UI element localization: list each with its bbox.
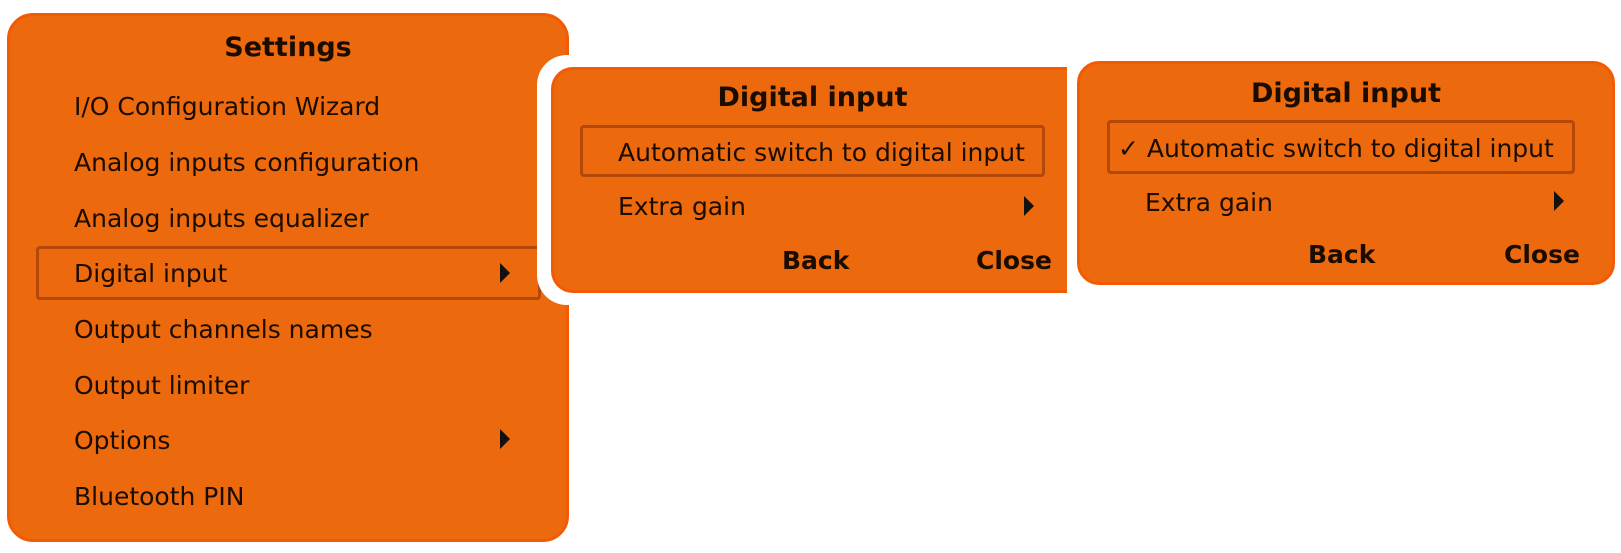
menu-item-auto-switch-label: ✓ Automatic switch to digital input <box>1118 134 1554 163</box>
menu-item-analog-eq[interactable]: Analog inputs equalizer <box>74 204 369 233</box>
digital-input-menu-checked: Digital input ✓ Automatic switch to digi… <box>1077 61 1615 285</box>
menu-item-analog-config[interactable]: Analog inputs configuration <box>74 148 420 177</box>
close-button[interactable]: Close <box>976 246 1052 275</box>
menu-item-digital-input-label: Digital input <box>74 259 228 288</box>
menu-item-bluetooth-pin[interactable]: Bluetooth PIN <box>74 482 245 511</box>
menu-item-options[interactable]: Options <box>74 426 171 455</box>
menu-item-output-names[interactable]: Output channels names <box>74 315 373 344</box>
settings-menu: Settings I/O Configuration Wizard Analog… <box>7 13 569 542</box>
digital-input-menu-unchecked-frame: Digital input Automatic switch to digita… <box>537 55 1067 305</box>
menu-item-output-limiter[interactable]: Output limiter <box>74 371 250 400</box>
back-button[interactable]: Back <box>1308 240 1376 269</box>
digital-input-menu-unchecked: Digital input Automatic switch to digita… <box>551 67 1067 293</box>
menu-item-extra-gain[interactable]: Extra gain <box>1145 188 1273 217</box>
menu-item-auto-switch-label: Automatic switch to digital input <box>618 138 1025 167</box>
settings-title: Settings <box>224 32 352 63</box>
close-button[interactable]: Close <box>1504 240 1580 269</box>
menu-item-auto-switch[interactable] <box>580 125 1045 177</box>
submenu-arrow-icon <box>1024 196 1034 216</box>
submenu-arrow-icon <box>500 429 510 449</box>
menu-item-io-wizard[interactable]: I/O Configuration Wizard <box>74 92 381 121</box>
submenu-arrow-icon <box>500 263 510 283</box>
digital-input-title: Digital input <box>717 82 908 113</box>
digital-input-title: Digital input <box>1251 78 1441 109</box>
menu-item-auto-switch[interactable] <box>1107 120 1575 174</box>
back-button[interactable]: Back <box>782 246 850 275</box>
menu-item-extra-gain[interactable]: Extra gain <box>618 192 746 221</box>
submenu-arrow-icon <box>1554 191 1564 211</box>
